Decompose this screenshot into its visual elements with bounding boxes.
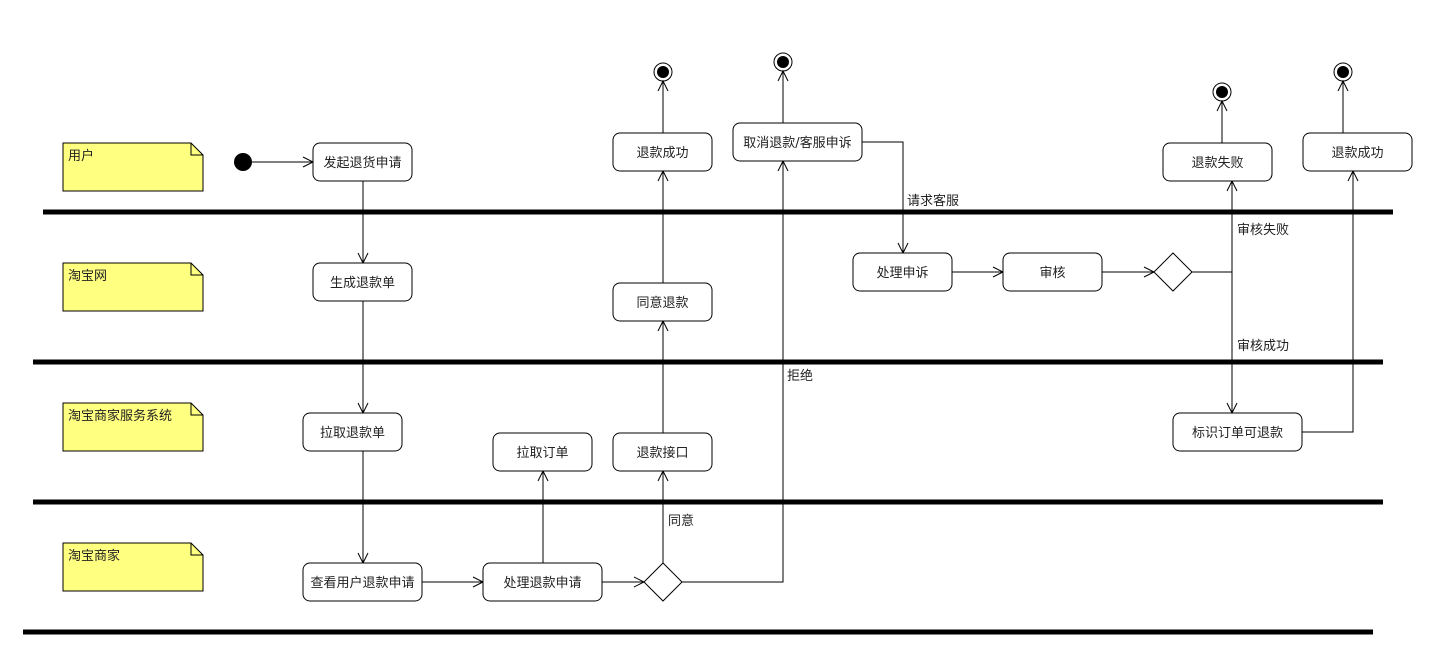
edge-label-request-service: 请求客服 [907, 193, 959, 209]
state-agree-refund: 同意退款 [612, 282, 713, 322]
state-pull-order: 拉取订单 [492, 432, 593, 472]
decision-node [643, 562, 683, 602]
lane-label: 淘宝网 [68, 269, 107, 284]
lane-note-user: 用户 [62, 142, 204, 192]
end-node [1212, 82, 1232, 102]
state-refund-api: 退款接口 [612, 432, 713, 472]
state-refund-success: 退款成功 [612, 132, 713, 172]
state-label: 拉取退款单 [320, 426, 385, 441]
state-label: 同意退款 [636, 295, 688, 311]
state-pull-refund: 拉取退款单 [302, 412, 403, 452]
flows [252, 69, 1359, 588]
state-label: 处理退款申请 [503, 576, 581, 591]
state-process-request: 处理退款申请 [482, 562, 603, 602]
state-label: 退款成功 [636, 146, 688, 161]
edge-label-review-fail: 审核失败 [1237, 223, 1289, 238]
end-node [1333, 62, 1353, 82]
edge-label-review-success: 审核成功 [1237, 339, 1289, 354]
state-label: 查看用户退款申请 [310, 575, 414, 591]
lane-note-merchant: 淘宝商家 [62, 542, 204, 592]
state-view-request: 查看用户退款申请 [302, 562, 423, 602]
edge-label-agree: 同意 [668, 513, 694, 529]
state-label: 生成退款单 [330, 276, 395, 291]
end-node [773, 52, 793, 72]
lane-note-taobao: 淘宝网 [62, 262, 204, 312]
lane-note-merchant-service: 淘宝商家服务系统 [62, 402, 204, 452]
start-node [234, 153, 252, 171]
edge-label-reject: 拒绝 [787, 368, 813, 384]
state-label: 退款成功 [1331, 146, 1383, 161]
state-generate-refund: 生成退款单 [312, 262, 413, 302]
state-initiate-return: 发起退货申请 [312, 142, 413, 182]
state-refund-fail: 退款失败 [1162, 142, 1273, 182]
end-node [653, 62, 673, 82]
decision-node [1153, 252, 1193, 292]
state-mark-refundable: 标识订单可退款 [1172, 412, 1303, 452]
state-label: 退款接口 [636, 445, 688, 461]
lane-label: 用户 [68, 148, 94, 164]
lane-label: 淘宝商家服务系统 [68, 408, 172, 424]
state-label: 审核 [1039, 266, 1065, 281]
state-review: 审核 [1002, 252, 1103, 292]
state-label: 发起退货申请 [323, 155, 401, 171]
lane-label: 淘宝商家 [68, 548, 120, 564]
state-refund-success-2: 退款成功 [1302, 132, 1413, 172]
state-label: 拉取订单 [516, 446, 568, 461]
state-handle-appeal: 处理申诉 [852, 252, 953, 292]
state-label: 处理申诉 [876, 266, 928, 281]
state-label: 标识订单可退款 [1192, 426, 1283, 441]
state-label: 取消退款/客服申诉 [743, 135, 851, 151]
state-cancel-refund: 取消退款/客服申诉 [732, 122, 863, 162]
state-label: 退款失败 [1191, 156, 1243, 171]
